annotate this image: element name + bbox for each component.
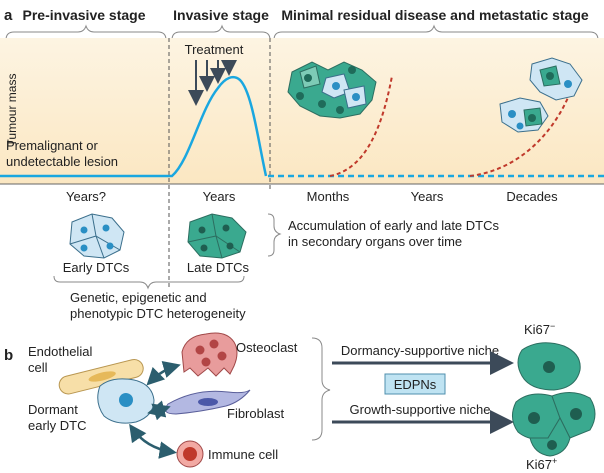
header-braces (5, 24, 599, 41)
time-months: Months (307, 189, 350, 204)
endothelial-label-line2: cell (28, 360, 48, 375)
late-dtcs-label: Late DTCs (187, 260, 250, 275)
immune-cell (176, 440, 204, 468)
ki67-negative-text: Ki67 (524, 322, 550, 337)
early-dtcs-label: Early DTCs (63, 260, 130, 275)
time-decades: Decades (506, 189, 558, 204)
accumulation-brace (267, 213, 282, 257)
ki67-negative-label: Ki67− (524, 321, 555, 337)
lesion-label-line2: undetectable lesion (6, 154, 118, 169)
tumour-growth-curve (0, 76, 268, 178)
time-years-uncertain: Years? (66, 189, 106, 204)
y-axis-label: Tumour mass (5, 74, 19, 147)
heterogeneity-line1: Genetic, epigenetic and (70, 290, 207, 305)
growth-niche-label: Growth-supportive niche (350, 402, 491, 417)
stage-dividers (168, 38, 271, 290)
stage-invasive: Invasive stage (173, 7, 269, 23)
osteoclast-cell (181, 332, 238, 377)
heterogeneity-line2: phenotypic DTC heterogeneity (70, 306, 246, 321)
treatment-arrows (188, 60, 237, 106)
endothelial-label-line1: Endothelial (28, 344, 92, 359)
accumulation-line2: in secondary organs over time (288, 234, 462, 249)
immune-cell-label: Immune cell (208, 447, 278, 462)
ki67-positive-text: Ki67 (526, 457, 552, 472)
lesion-label-line1: Premalignant or (6, 138, 98, 153)
metastatic-cluster-late (499, 57, 583, 133)
stage-pre-invasive: Pre-invasive stage (23, 7, 146, 23)
panel-a-label: a (4, 7, 13, 24)
late-dtc-cluster (187, 213, 247, 259)
ki67-positive-sup: + (552, 456, 557, 466)
edpns-label: EDPNs (394, 377, 437, 392)
fibroblast-cell (164, 389, 251, 415)
dormant-early-dtc (97, 378, 155, 424)
niche-brace (311, 337, 331, 441)
ki67-positive-label: Ki67+ (526, 456, 557, 472)
dormant-label-line2: early DTC (28, 418, 87, 433)
early-dtc-cluster (69, 213, 125, 259)
ki67-positive-cluster (512, 392, 596, 457)
time-years-invasive: Years (203, 189, 236, 204)
ki67-negative-sup: − (550, 321, 555, 331)
accumulation-line1: Accumulation of early and late DTCs (288, 218, 499, 233)
heterogeneity-brace (53, 275, 245, 290)
niche-interaction-arrows (129, 361, 181, 459)
metastatic-cluster-early (287, 61, 377, 119)
dormant-label-line1: Dormant (28, 402, 78, 417)
panel-b-label: b (4, 347, 13, 364)
time-years-mrd: Years (411, 189, 444, 204)
edpns-box (384, 373, 446, 395)
stage-mrd-metastatic: Minimal residual disease and metastatic … (281, 7, 589, 23)
treatment-label: Treatment (185, 42, 244, 57)
osteoclast-label: Osteoclast (236, 340, 298, 355)
fibroblast-label: Fibroblast (227, 406, 284, 421)
dormancy-niche-label: Dormancy-supportive niche (341, 343, 499, 358)
ki67-negative-cell (517, 342, 581, 391)
